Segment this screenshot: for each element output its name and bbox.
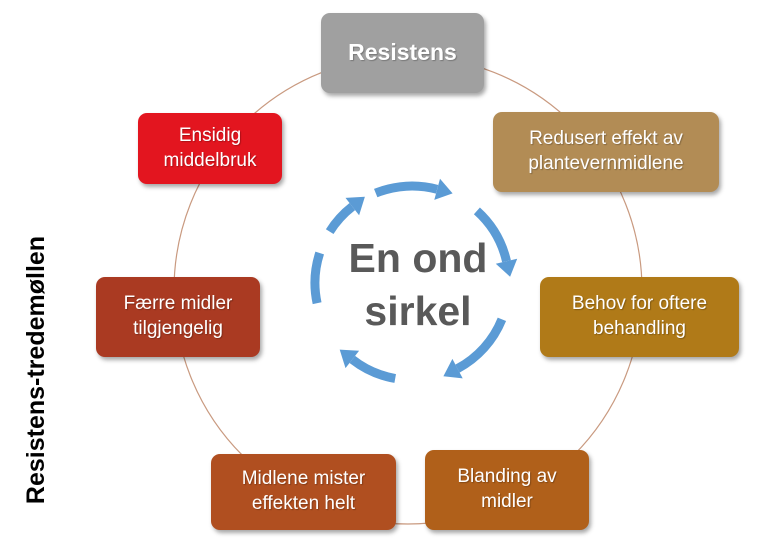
cycle-arrowhead-2 [495,258,518,277]
cycle-arrowhead-4 [339,349,360,369]
cycle-arrow-6 [325,203,356,235]
node-label: Resistens [348,39,457,66]
center-arrows [310,178,518,383]
side-title: Resistens-tredemøllen [22,235,50,505]
cycle-arrow-5 [310,251,325,305]
center-line-2: sirkel [364,288,472,335]
cycle-arrowhead-6 [345,196,365,216]
center-text: En ond sirkel [318,232,518,339]
cycle-arrow-1 [374,181,439,198]
cycle-arrowhead-3 [443,358,463,379]
cycle-arrow-4 [349,355,397,383]
cycle-arrow-3 [455,317,507,373]
cycle-arrowhead-1 [434,178,453,200]
cycle-arrow-2 [473,207,511,263]
center-line-1: En ond [348,235,488,281]
node-resistens: Resistens [321,13,484,93]
